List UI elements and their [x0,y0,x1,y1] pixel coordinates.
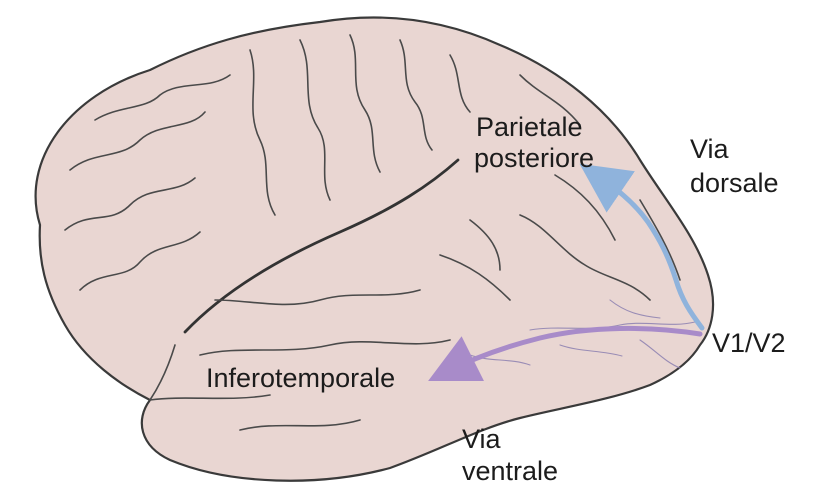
brain-outline [36,17,713,480]
dorsal-label-line1: Via [690,134,730,164]
inferotemporal-label: Inferotemporale [206,363,395,393]
v1v2-label: V1/V2 [712,328,786,358]
ventral-label-line2: ventrale [462,456,558,486]
parietal-label-line1: Parietale [476,112,583,142]
parietal-label-line2: posteriore [474,143,594,173]
ventral-label-line1: Via [462,424,502,454]
dorsal-label-line2: dorsale [690,168,779,198]
